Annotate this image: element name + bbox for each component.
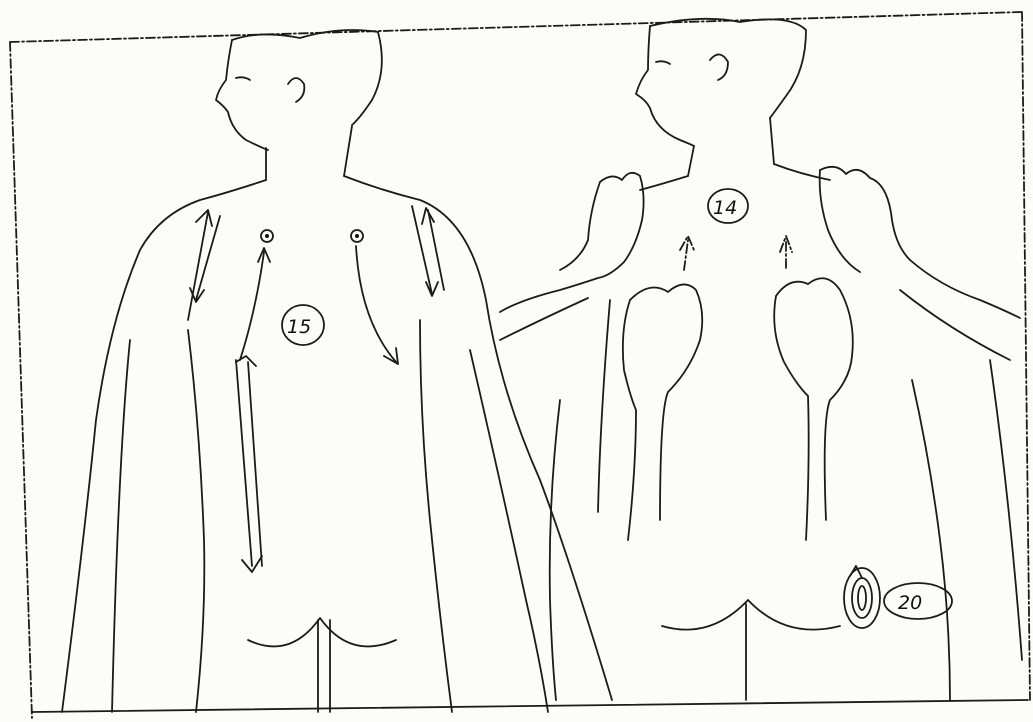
right-helper-hand-upper — [820, 167, 1020, 318]
back-torso-right — [912, 380, 950, 700]
label-circle-15: 15 — [282, 305, 324, 345]
label-14-text: 14 — [713, 197, 737, 219]
front-figure: 15 — [62, 30, 612, 712]
front-torso-left — [188, 330, 204, 712]
back-buttocks — [662, 600, 840, 630]
label-circle-14: 14 — [708, 189, 748, 223]
label-20-text: 20 — [898, 592, 922, 614]
back-torso-left — [598, 300, 610, 512]
front-stroke-arrows — [188, 206, 444, 572]
left-helper-hand-lower — [630, 284, 702, 520]
circular-motion-mark — [844, 566, 880, 628]
front-head-outline — [232, 30, 382, 125]
left-helper-hand-upper — [500, 173, 644, 312]
front-right-shoulder-arm — [344, 176, 612, 700]
front-face-profile — [216, 40, 268, 150]
front-buttocks — [248, 618, 396, 646]
back-face-profile — [636, 26, 694, 146]
front-left-shoulder-arm — [62, 180, 266, 712]
label-15-text: 15 — [287, 316, 311, 338]
label-circle-20: 20 — [884, 583, 952, 619]
front-torso-right — [420, 320, 452, 712]
front-ear — [288, 78, 304, 102]
back-stroke-arrows — [680, 236, 792, 270]
front-closed-eye — [236, 77, 250, 80]
right-helper-hand-lower — [776, 278, 853, 520]
back-figure: 14 20 — [500, 19, 1022, 700]
